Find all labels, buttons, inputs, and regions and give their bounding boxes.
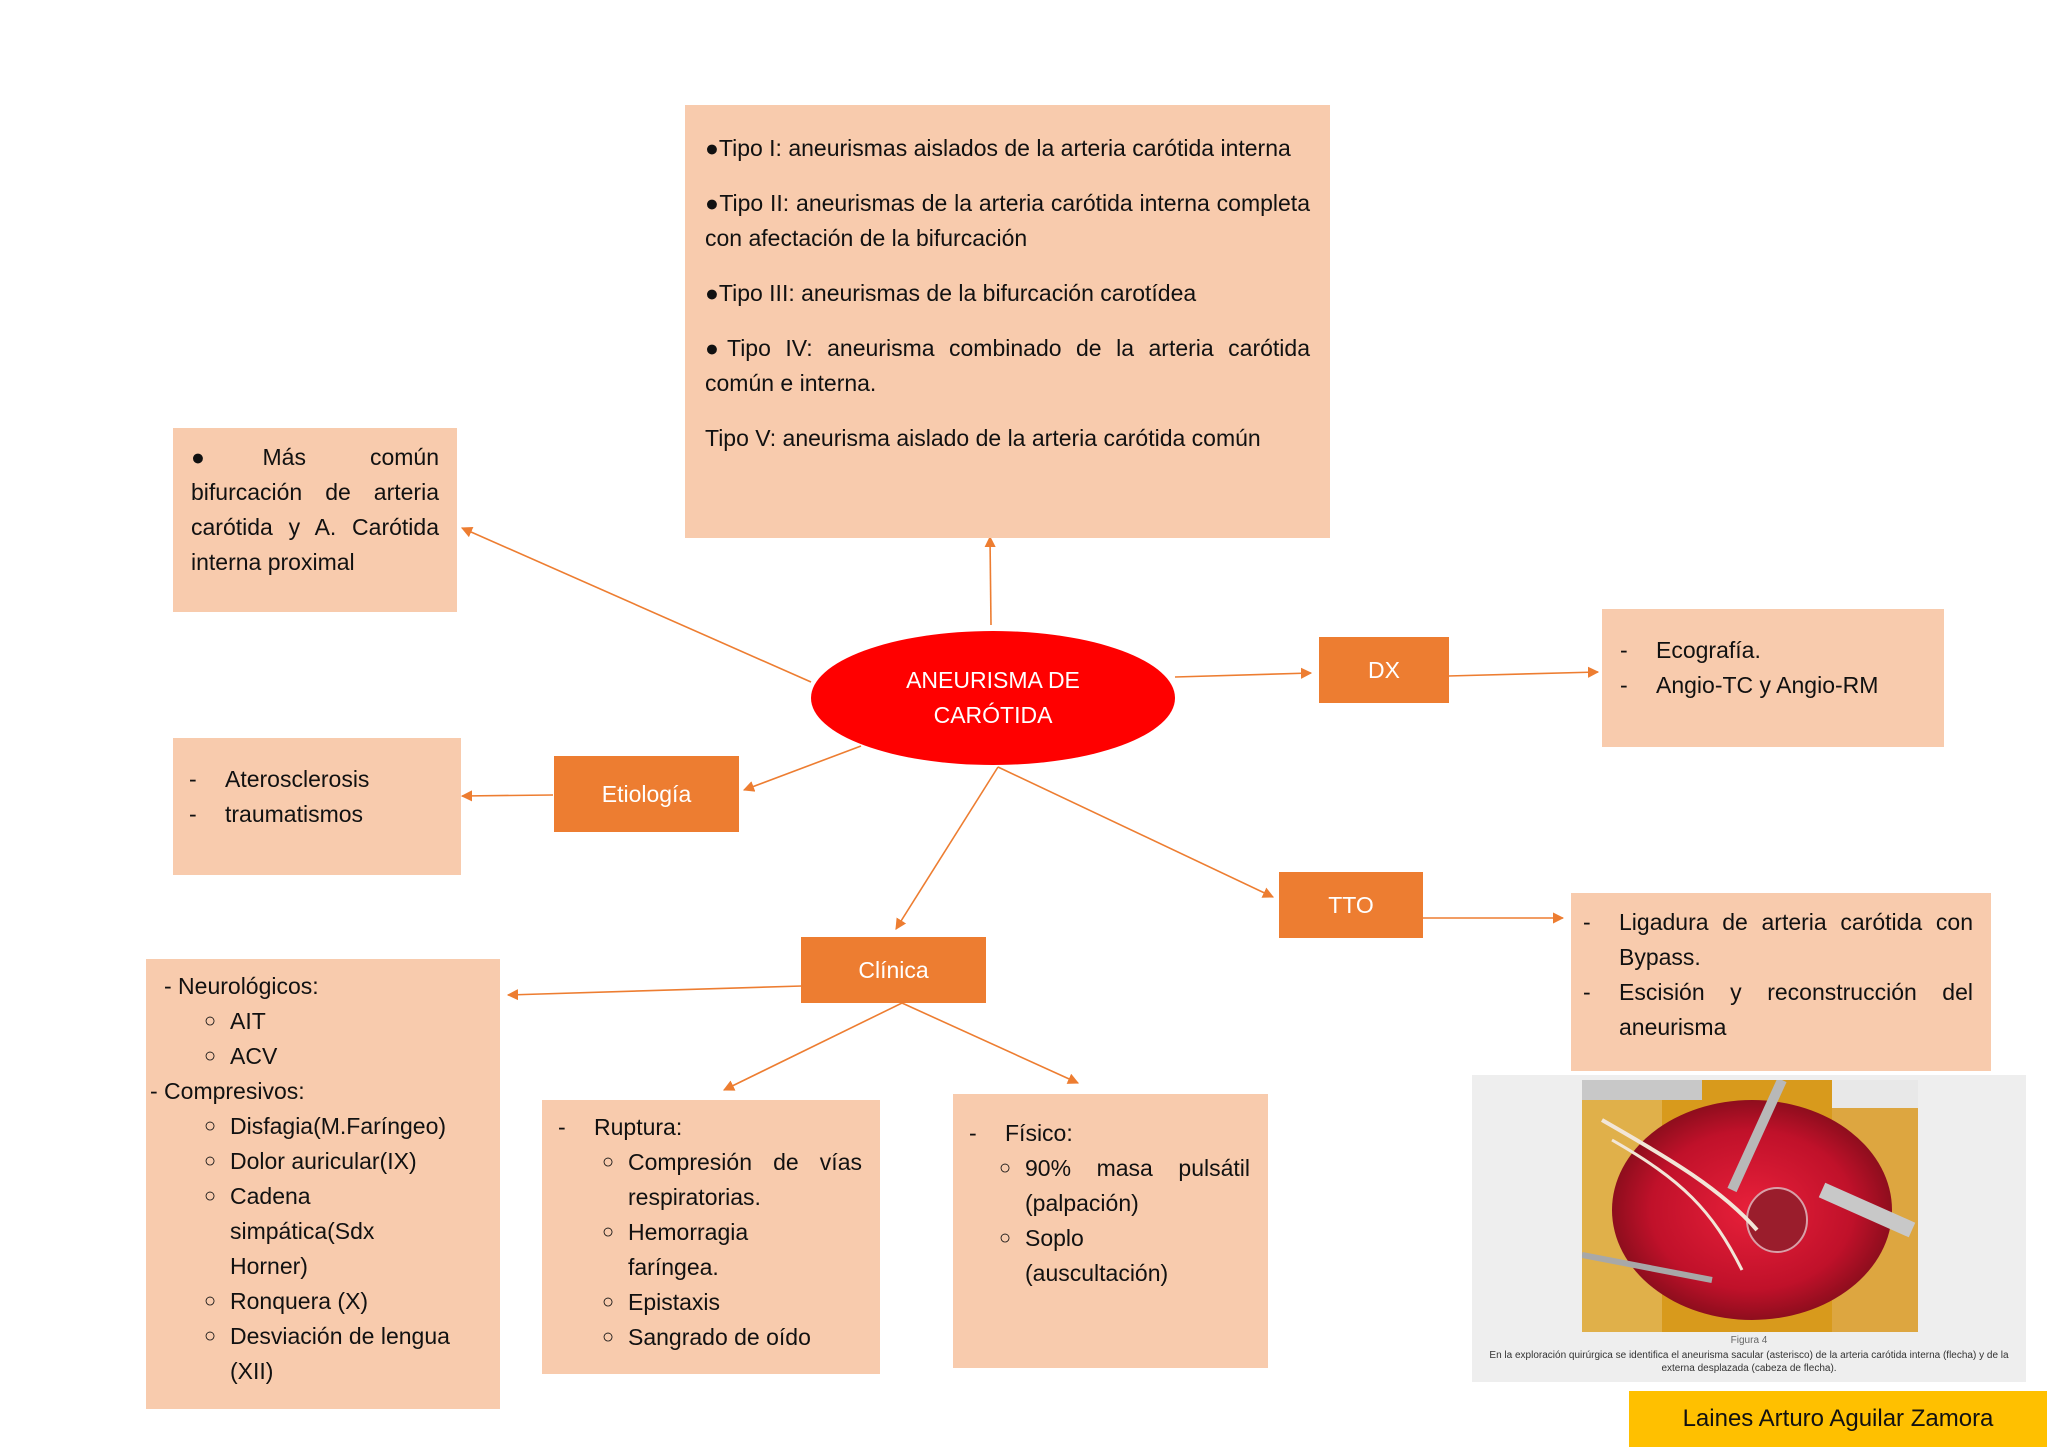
list-item: ○Ronquera (X) <box>203 1288 369 1314</box>
list-item: ○Sangrado de oído <box>601 1324 811 1350</box>
arrow-clinica-to-neuro <box>506 985 803 1001</box>
fisico-title: -Físico: <box>969 1120 1073 1146</box>
figure-label: Figura 4 <box>1730 1335 1768 1346</box>
arrow-dx-to-list <box>1447 666 1600 678</box>
author-name: Laines Arturo Aguilar Zamora <box>1629 1391 2047 1447</box>
arrow-to-clinica <box>895 766 999 930</box>
arrow-to-location <box>460 526 812 683</box>
list-item: ○Hemorragia faríngea. <box>601 1219 749 1280</box>
figure-caption: En la exploración quirúrgica se identifi… <box>1489 1350 2009 1374</box>
etiologia-list: -Aterosclerosis -traumatismos <box>173 738 461 875</box>
type-1: ●Tipo I: aneurismas aislados de la arter… <box>705 135 1291 161</box>
surgical-figure: Figura 4 En la exploración quirúrgica se… <box>1472 1075 2026 1382</box>
list-item: ○Soplo (auscultación) <box>998 1225 1169 1286</box>
list-item: ○Compresión de vías respiratorias. <box>601 1149 862 1210</box>
compresivos-title: - Compresivos: <box>150 1078 305 1104</box>
ruptura-box: -Ruptura: ○Compresión de vías respirator… <box>542 1100 880 1374</box>
types-box: ●Tipo I: aneurismas aislados de la arter… <box>685 105 1330 538</box>
list-item: ○Epistaxis <box>601 1289 721 1315</box>
central-topic-line2: CARÓTIDA <box>933 702 1053 728</box>
tto-label: TTO <box>1279 872 1423 938</box>
dx-list: -Ecografía. -Angio-TC y Angio-RM <box>1602 609 1944 747</box>
etiologia-label: Etiología <box>554 756 739 832</box>
neuro-title: - Neurológicos: <box>164 973 319 999</box>
location-box: ●Más común bifurcación de arteria caróti… <box>173 428 457 612</box>
list-item: ○AIT <box>203 1008 266 1034</box>
list-item: -traumatismos <box>189 801 364 827</box>
list-item: ○Disfagia(M.Faríngeo) <box>203 1113 447 1139</box>
arrow-clinica-to-fisico <box>901 1002 1080 1084</box>
clinica-label: Clínica <box>801 937 986 1003</box>
fisico-box: -Físico: ○90% masa pulsátil (palpación) … <box>953 1094 1268 1368</box>
type-3: ●Tipo III: aneurismas de la bifurcación … <box>705 280 1197 306</box>
tto-list: -Ligadura de arteria carótida con Bypass… <box>1571 893 1991 1071</box>
list-item: ○90% masa pulsátil (palpación) <box>998 1155 1250 1216</box>
clinica-label-text: Clínica <box>858 956 929 983</box>
list-item: -Angio-TC y Angio-RM <box>1620 672 1879 698</box>
arrow-to-tto <box>997 766 1275 898</box>
list-item: -Aterosclerosis <box>189 766 370 792</box>
type-2: ●Tipo II: aneurismas de la arteria carót… <box>705 190 1310 251</box>
central-topic: ANEURISMA DE CARÓTIDA <box>811 631 1175 765</box>
tto-label-text: TTO <box>1328 891 1374 918</box>
ruptura-title: -Ruptura: <box>558 1114 683 1140</box>
arrow-to-dx <box>1174 667 1313 679</box>
list-item: -Ligadura de arteria carótida con Bypass… <box>1583 909 1973 970</box>
arrow-etiologia-to-list <box>460 790 554 802</box>
arrow-to-types <box>984 535 996 626</box>
central-topic-line1: ANEURISMA DE <box>906 667 1080 693</box>
list-item: ○Dolor auricular(IX) <box>203 1148 417 1174</box>
list-item: -Ecografía. <box>1620 637 1761 663</box>
arrow-clinica-to-ruptura <box>722 1002 903 1091</box>
dx-label: DX <box>1319 637 1449 703</box>
dx-label-text: DX <box>1368 656 1400 683</box>
type-4: ●Tipo IV: aneurisma combinado de la arte… <box>705 335 1310 396</box>
surgical-photo <box>1582 1080 1918 1332</box>
type-5: Tipo V: aneurisma aislado de la arteria … <box>705 425 1261 451</box>
list-item: -Escisión y reconstrucción del aneurisma <box>1583 979 1973 1040</box>
etiologia-label-text: Etiología <box>601 780 692 807</box>
neuro-compresivos-box: - Neurológicos: ○AIT ○ACV - Compresivos:… <box>146 959 500 1409</box>
list-item: ○Desviación de lengua (XII) <box>203 1323 450 1384</box>
list-item: ○Cadena simpática(Sdx Horner) <box>203 1183 375 1279</box>
list-item: ○ACV <box>203 1043 278 1069</box>
arrow-to-etiologia <box>742 745 862 792</box>
location-text: ●Más común bifurcación de arteria caróti… <box>191 444 439 575</box>
